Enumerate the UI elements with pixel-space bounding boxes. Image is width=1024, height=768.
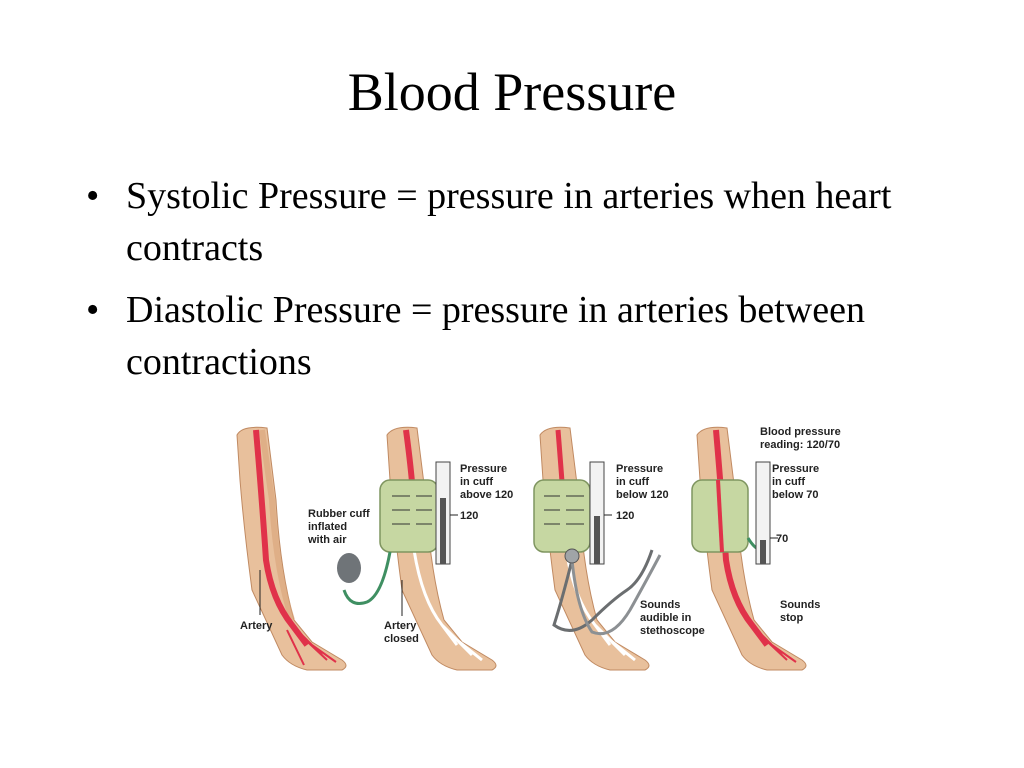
label-pressure: below 70 — [772, 489, 818, 501]
label-cuff: inflated — [308, 521, 347, 533]
gauge-fill — [440, 498, 446, 564]
label-sounds: stop — [780, 612, 804, 624]
arm-shading — [259, 429, 295, 621]
air-tube — [342, 551, 392, 605]
panel-2-arm: Pressure in cuff above 120 120 Rubber cu… — [307, 426, 513, 671]
gauge-tick-label: 120 — [616, 510, 634, 522]
artery-vessel — [716, 479, 724, 553]
label-artery: Artery — [240, 620, 273, 632]
stethoscope-icon — [564, 548, 580, 564]
artery-vessel — [403, 429, 415, 483]
panel-4-arm: Blood pressure reading: 120/70 Pressure … — [691, 426, 841, 671]
label-artery-closed: closed — [384, 633, 419, 645]
bullet-item-diastolic: • Diastolic Pressure = pressure in arter… — [86, 284, 966, 388]
artery-vessel — [253, 429, 310, 647]
artery-branch — [751, 624, 797, 663]
stethoscope-tube — [552, 549, 654, 632]
label-reading: Blood pressure — [760, 426, 841, 438]
bullet-marker: • — [86, 289, 100, 331]
label-sounds: audible in — [640, 612, 692, 624]
figure-illustration: Artery Pressure in cuff above 120 120 Ru… — [236, 426, 841, 671]
inflated-cuff — [533, 479, 591, 553]
pump-bulb-icon — [337, 553, 361, 583]
label-pressure: Pressure — [460, 463, 507, 475]
inflated-cuff — [379, 479, 439, 553]
label-reading: reading: 120/70 — [760, 439, 840, 451]
panel-1-arm: Artery — [236, 426, 347, 671]
label-artery-closed: Artery — [384, 620, 417, 632]
panel-3-arm: Pressure in cuff below 120 120 Sounds au… — [533, 426, 705, 671]
artery-collapsed — [412, 549, 483, 662]
bullet-list: • Systolic Pressure = pressure in arteri… — [86, 170, 966, 398]
label-sounds: stethoscope — [640, 625, 705, 637]
artery-vessel — [713, 429, 770, 647]
artery-branch — [286, 624, 337, 666]
cuff-pressure-arrows — [392, 495, 432, 525]
label-pressure: in cuff — [616, 476, 649, 488]
bullet-text-systolic: Systolic Pressure = pressure in arteries… — [126, 175, 892, 269]
arm-shape — [236, 426, 347, 671]
label-pressure: below 120 — [616, 489, 669, 501]
gauge-fill — [760, 540, 766, 564]
label-sounds: Sounds — [780, 599, 820, 611]
gauge-tick-label: 120 — [460, 510, 478, 522]
label-pressure: Pressure — [616, 463, 663, 475]
gauge-tick-label: 70 — [776, 533, 788, 545]
slide-title: Blood Pressure — [347, 62, 677, 122]
label-pressure: in cuff — [460, 476, 493, 488]
bullet-text-diastolic: Diastolic Pressure = pressure in arterie… — [126, 289, 865, 383]
label-pressure: Pressure — [772, 463, 819, 475]
label-cuff: Rubber cuff — [308, 508, 370, 520]
label-pressure: above 120 — [460, 489, 513, 501]
stethoscope-tube — [570, 554, 662, 636]
label-pressure: in cuff — [772, 476, 805, 488]
label-cuff: with air — [307, 534, 347, 546]
bullet-marker: • — [86, 175, 100, 217]
label-sounds: Sounds — [640, 599, 680, 611]
blood-pressure-figure: Artery Pressure in cuff above 120 120 Ru… — [232, 420, 872, 680]
gauge-fill — [594, 516, 600, 564]
cuff-pressure-arrows — [544, 495, 584, 525]
bullet-item-systolic: • Systolic Pressure = pressure in arteri… — [86, 170, 966, 274]
